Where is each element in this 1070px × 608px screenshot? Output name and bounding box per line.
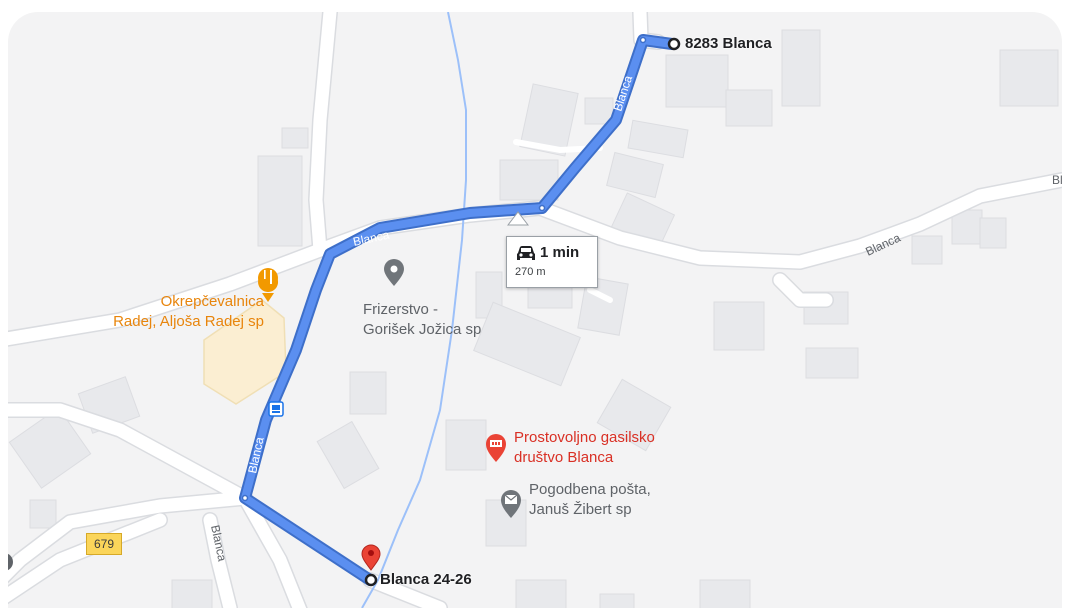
poi-fire-station-label[interactable]: Prostovoljno gasilsko društvo Blanca (514, 428, 655, 468)
restaurant-icon[interactable] (258, 268, 279, 300)
route-vertices (241, 36, 647, 502)
poi-restaurant-line1: Okrepčevalnica (160, 293, 264, 310)
destination-marker[interactable] (364, 573, 378, 587)
poi-hairdresser-line2: Gorišek Jožica sp (363, 321, 482, 338)
mail-icon[interactable] (501, 490, 521, 518)
route-distance: 270 m (515, 266, 546, 278)
map-canvas[interactable]: Blanca Blanca Blanca Blanca Blanca Bl (8, 12, 1062, 608)
destination-label[interactable]: Blanca 24-26 (380, 571, 472, 588)
origin-marker[interactable] (667, 37, 681, 51)
map-frame[interactable]: Blanca Blanca Blanca Blanca Blanca Bl (8, 12, 1062, 608)
poi-restaurant-line2: Radej, Aljoša Radej sp (113, 313, 264, 330)
car-icon (517, 246, 535, 260)
origin-label[interactable]: 8283 Blanca (685, 35, 772, 52)
poi-fire-station-line1: Prostovoljno gasilsko (514, 429, 655, 446)
callout-pointer (506, 211, 530, 226)
poi-post-office-label[interactable]: Pogodbena pošta, Januš Žibert sp (529, 480, 651, 520)
stream (361, 12, 467, 608)
street-label-route-lower: Blanca (245, 436, 266, 475)
fire-station-icon[interactable] (486, 434, 506, 462)
road-shield-679: 679 (86, 533, 122, 555)
bus-stop-icon[interactable] (268, 401, 284, 417)
place-pin-icon[interactable] (384, 259, 404, 286)
route-callout[interactable]: 1 min 270 m (506, 236, 598, 288)
restaurant-pin-tail (262, 293, 274, 302)
destination-pin-icon[interactable] (361, 544, 381, 571)
route-duration: 1 min (540, 244, 580, 261)
poi-hairdresser-line1: Frizerstvo - (363, 301, 438, 318)
poi-hairdresser-label[interactable]: Frizerstvo - Gorišek Jožica sp (363, 300, 481, 340)
poi-restaurant-label[interactable]: Okrepčevalnica Radej, Aljoša Radej sp (113, 292, 264, 332)
edge-marker (8, 553, 13, 571)
street-label-route-upper: Blanca (611, 73, 636, 113)
buildings (8, 29, 1059, 608)
poi-post-office-line2: Januš Žibert sp (529, 501, 632, 518)
poi-fire-station-line2: društvo Blanca (514, 449, 614, 466)
street-label-edge-right: Bl (1052, 173, 1062, 187)
poi-post-office-line1: Pogodbena pošta, (529, 481, 651, 498)
route-line[interactable] (241, 36, 676, 584)
roads (8, 12, 1062, 608)
